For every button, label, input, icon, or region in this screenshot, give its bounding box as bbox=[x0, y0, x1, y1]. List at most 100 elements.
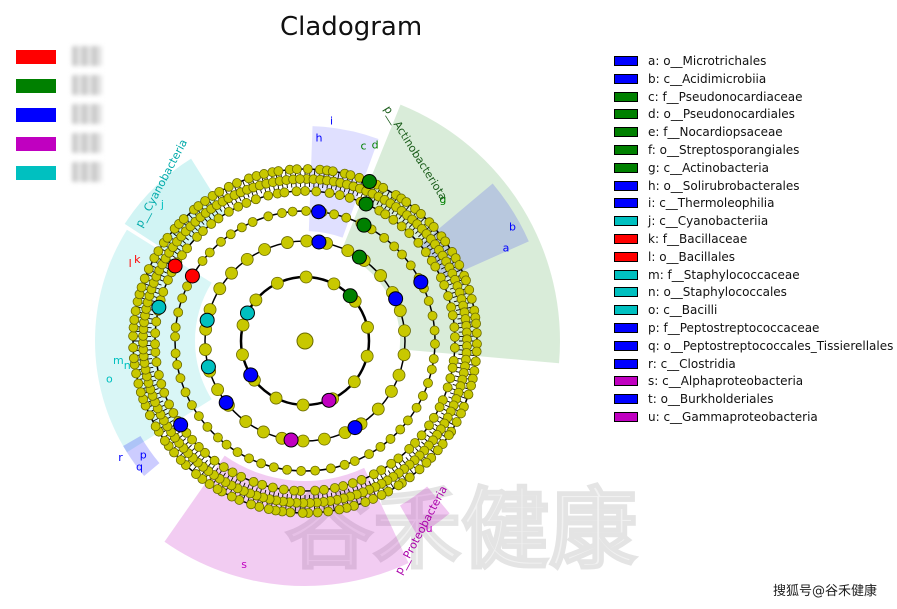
biomarker-node-b bbox=[388, 291, 404, 307]
tree-node bbox=[443, 291, 454, 301]
tree-node bbox=[244, 453, 254, 464]
tree-node bbox=[164, 399, 174, 410]
taxa-color-swatch bbox=[614, 376, 638, 387]
tree-node bbox=[200, 447, 210, 458]
taxa-color-swatch bbox=[614, 340, 638, 351]
tree-node bbox=[278, 484, 289, 495]
blurred-group-label bbox=[72, 133, 102, 153]
tree-node bbox=[395, 424, 406, 435]
tree-node bbox=[310, 465, 321, 476]
tree-node bbox=[449, 322, 460, 333]
tree-node bbox=[256, 458, 267, 469]
taxa-legend-label: l: o__Bacillales bbox=[648, 249, 736, 264]
clade-letter-label: a bbox=[503, 242, 510, 255]
tree-node bbox=[193, 201, 204, 211]
tree-node bbox=[226, 491, 237, 502]
clade-sector-s bbox=[164, 455, 409, 586]
tree-node bbox=[327, 277, 341, 291]
biomarker-node-e bbox=[358, 196, 374, 212]
tree-node bbox=[385, 434, 396, 444]
taxa-legend-label: s: c__Alphaproteobacteria bbox=[648, 374, 804, 389]
tree-node bbox=[241, 198, 252, 208]
tree-node bbox=[257, 479, 268, 490]
tree-node bbox=[384, 384, 398, 398]
tree-node bbox=[128, 331, 138, 341]
taxa-legend-label: q: o__Peptostreptococcales_Tissierellale… bbox=[648, 338, 894, 353]
taxa-legend-label: m: f__Staphylococcaceae bbox=[648, 267, 800, 282]
tree-node bbox=[323, 506, 334, 517]
tree-node bbox=[277, 208, 287, 218]
clade-letter-label: c bbox=[360, 140, 366, 153]
biomarker-node-j bbox=[200, 359, 216, 375]
tree-node bbox=[170, 348, 181, 359]
taxa-legend-label: n: o__Staphylococcales bbox=[648, 285, 787, 300]
tree-node bbox=[397, 348, 411, 362]
tree-node bbox=[218, 462, 229, 473]
tree-node bbox=[393, 304, 407, 318]
group-color-swatch bbox=[16, 137, 56, 151]
biomarker-node-l bbox=[184, 268, 200, 284]
tree-node bbox=[392, 368, 406, 382]
tree-node bbox=[236, 348, 249, 362]
blurred-group-label bbox=[72, 104, 102, 124]
tree-node bbox=[329, 483, 340, 493]
taxa-color-swatch bbox=[614, 287, 638, 298]
tree-node bbox=[376, 465, 387, 476]
tree-node bbox=[445, 373, 456, 384]
taxa-legend-label: t: o__Burkholderiales bbox=[648, 392, 774, 407]
tree-node bbox=[471, 346, 482, 357]
biomarker-node-r bbox=[243, 367, 259, 383]
tree-node bbox=[139, 273, 150, 284]
clade-letter-label: u bbox=[426, 522, 433, 535]
clade-letter-label: g bbox=[439, 193, 446, 206]
tree-node bbox=[153, 246, 164, 257]
tree-node bbox=[263, 504, 274, 515]
biomarker-node-h bbox=[311, 204, 327, 220]
tree-node bbox=[249, 293, 263, 307]
tree-node bbox=[129, 314, 140, 325]
tree-node bbox=[463, 389, 474, 400]
tree-node bbox=[450, 332, 460, 342]
tree-node bbox=[182, 281, 192, 292]
tree-node bbox=[216, 236, 226, 247]
tree-node bbox=[135, 387, 146, 398]
tree-node bbox=[379, 232, 390, 243]
tree-node bbox=[296, 398, 310, 412]
biomarker-node-s bbox=[283, 432, 299, 448]
tree-node bbox=[172, 359, 183, 370]
taxa-color-swatch bbox=[614, 109, 638, 120]
tree-node bbox=[198, 226, 208, 237]
tree-node bbox=[150, 328, 161, 339]
tree-node bbox=[341, 212, 352, 223]
tree-node bbox=[404, 228, 415, 239]
taxa-color-swatch bbox=[614, 73, 638, 84]
tree-node bbox=[178, 214, 189, 224]
tree-node bbox=[302, 164, 313, 174]
tree-node bbox=[158, 287, 169, 297]
tree-node bbox=[341, 244, 355, 258]
tree-node bbox=[466, 294, 477, 304]
tree-node bbox=[257, 425, 270, 439]
tree-node bbox=[423, 296, 434, 306]
tree-node bbox=[197, 256, 208, 266]
clade-letter-label: r bbox=[118, 451, 123, 464]
tree-node bbox=[193, 411, 204, 421]
biomarker-node-u bbox=[321, 392, 337, 408]
tree-node bbox=[206, 219, 217, 229]
taxa-color-swatch bbox=[614, 251, 638, 262]
tree-node bbox=[364, 449, 374, 460]
tree-node bbox=[338, 481, 349, 491]
clade-sector-r bbox=[123, 436, 160, 476]
tree-node bbox=[248, 477, 259, 487]
tree-node bbox=[153, 370, 164, 380]
tree-leaf bbox=[295, 174, 305, 184]
tree-node bbox=[374, 269, 388, 282]
tree-node bbox=[334, 190, 345, 200]
tree-node bbox=[136, 282, 147, 293]
taxa-legend-label: j: c__Cyanobacteriia bbox=[648, 214, 769, 229]
tree-node bbox=[430, 261, 441, 272]
tree-node bbox=[312, 507, 323, 518]
tree-node bbox=[427, 310, 438, 321]
